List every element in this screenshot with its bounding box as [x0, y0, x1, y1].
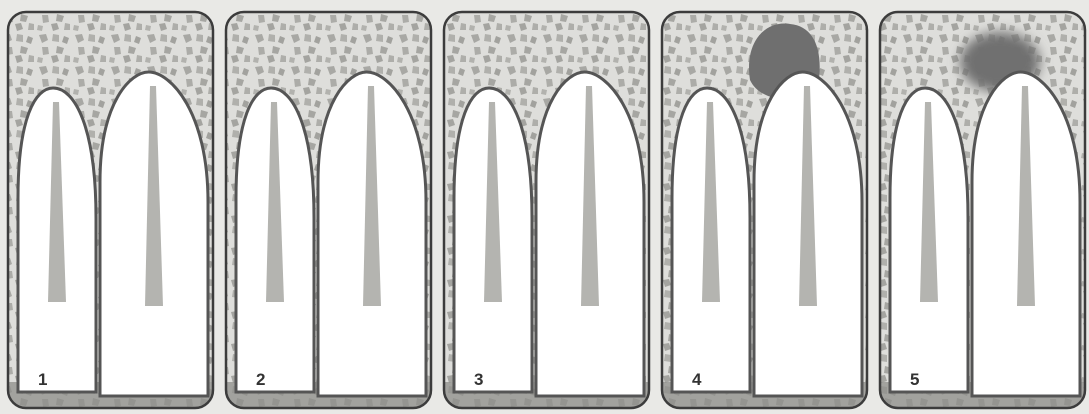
panel-number: 4: [692, 370, 702, 389]
panel-number: 3: [474, 370, 483, 389]
panel-number: 1: [38, 370, 47, 389]
panel-number: 2: [256, 370, 265, 389]
panel-4: 4: [662, 12, 867, 412]
panel-2: 2: [226, 12, 431, 412]
panel-number: 5: [910, 370, 919, 389]
panel-5: 5: [880, 12, 1085, 412]
panel-3: 3: [444, 12, 649, 412]
panel-1: 1: [8, 12, 213, 412]
